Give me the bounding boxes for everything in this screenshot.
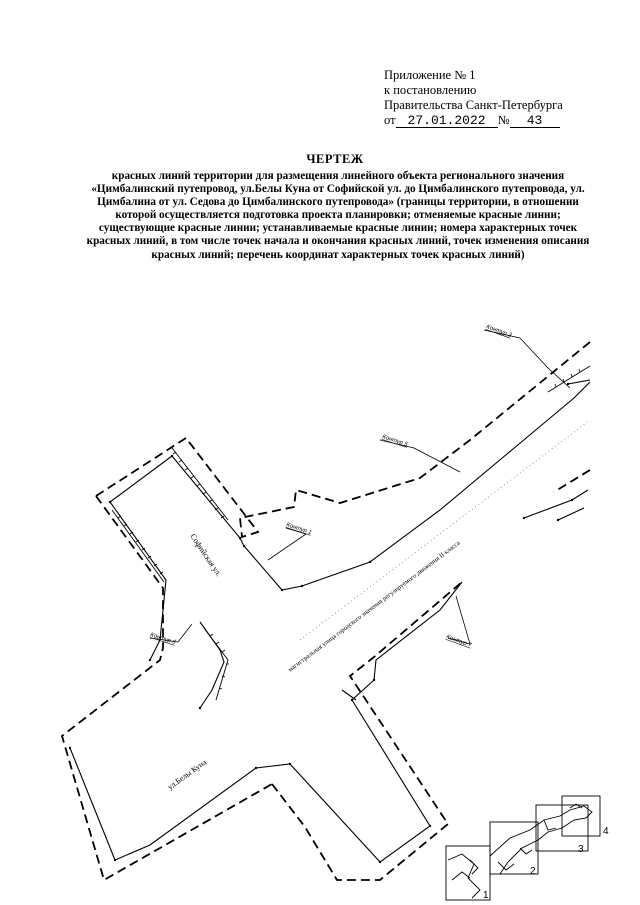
sheet-2-label: 2 bbox=[530, 866, 536, 877]
document-title: ЧЕРТЕЖ bbox=[306, 152, 364, 166]
contour-3-label: Контур 3 bbox=[485, 324, 512, 339]
contour-leaders bbox=[149, 329, 571, 645]
sheet-1-label: 1 bbox=[483, 890, 489, 901]
date-value: 27.01.2022 bbox=[395, 114, 498, 128]
leader-contour-5 bbox=[379, 439, 461, 473]
leader-contour-6 bbox=[149, 623, 193, 643]
number-prefix: № bbox=[497, 113, 510, 127]
contour-1-label: Контур 1 bbox=[285, 522, 312, 536]
sheet-index-outline bbox=[447, 803, 593, 899]
street-bely-kuna: ул.Белы Куна bbox=[166, 757, 209, 791]
cancelled-lines bbox=[111, 365, 591, 701]
number-value: 43 bbox=[509, 114, 560, 128]
leader-contour-3 bbox=[519, 337, 571, 389]
center-line bbox=[299, 419, 591, 641]
boundary-north bbox=[95, 341, 591, 539]
sheet-4-frame bbox=[561, 795, 601, 837]
sheet-labels: 1 2 3 4 bbox=[483, 826, 609, 901]
appendix-header: Приложение № 1 к постановлению Правитель… bbox=[384, 68, 624, 128]
sheet-4-label: 4 bbox=[603, 826, 609, 837]
sheet-2-frame bbox=[489, 821, 539, 875]
appendix-line3: Правительства Санкт-Петербурга bbox=[384, 98, 563, 112]
red-line-nw bbox=[109, 455, 173, 503]
document-description: красных линий территории для размещения … bbox=[86, 170, 590, 261]
project-boundary bbox=[60, 341, 591, 882]
cancelled-line-curve bbox=[203, 627, 229, 701]
red-line-south-stub bbox=[341, 689, 357, 701]
point-markers bbox=[68, 382, 574, 864]
street-sofiyskaya: Софийская ул. bbox=[188, 532, 223, 578]
boundary-south bbox=[271, 581, 463, 881]
boundary-west bbox=[60, 495, 273, 882]
contour-7-label: Контур 7 bbox=[445, 634, 472, 649]
street-magistral: магистральная улица городского значения … bbox=[287, 540, 462, 674]
red-line-ne bbox=[567, 379, 591, 385]
leader-contour-7 bbox=[447, 595, 471, 645]
appendix-line1: Приложение № 1 bbox=[384, 68, 476, 82]
contour-5-label: Контур 5 bbox=[381, 434, 409, 448]
cancelled-line-ne bbox=[547, 365, 591, 393]
cancelled-line-ticks bbox=[117, 368, 581, 690]
cancelled-line-west bbox=[111, 509, 165, 583]
appendix-line2: к постановлению bbox=[384, 83, 477, 97]
red-line-east-upper bbox=[523, 489, 589, 519]
leader-contour-3-top bbox=[483, 329, 521, 339]
sheet-index bbox=[445, 795, 601, 901]
red-line-south-edge bbox=[69, 581, 463, 863]
red-line-north-edge bbox=[171, 381, 591, 591]
contour-labels: Контур 3 Контур 5 Контур 1 Контур 6 Конт… bbox=[149, 324, 512, 649]
red-lines bbox=[69, 379, 591, 863]
leader-contour-1 bbox=[267, 527, 307, 561]
date-prefix: от bbox=[384, 113, 396, 127]
red-line-east-lower bbox=[557, 507, 585, 521]
sheet-3-label: 3 bbox=[578, 844, 584, 855]
boundary-east bbox=[553, 469, 591, 493]
